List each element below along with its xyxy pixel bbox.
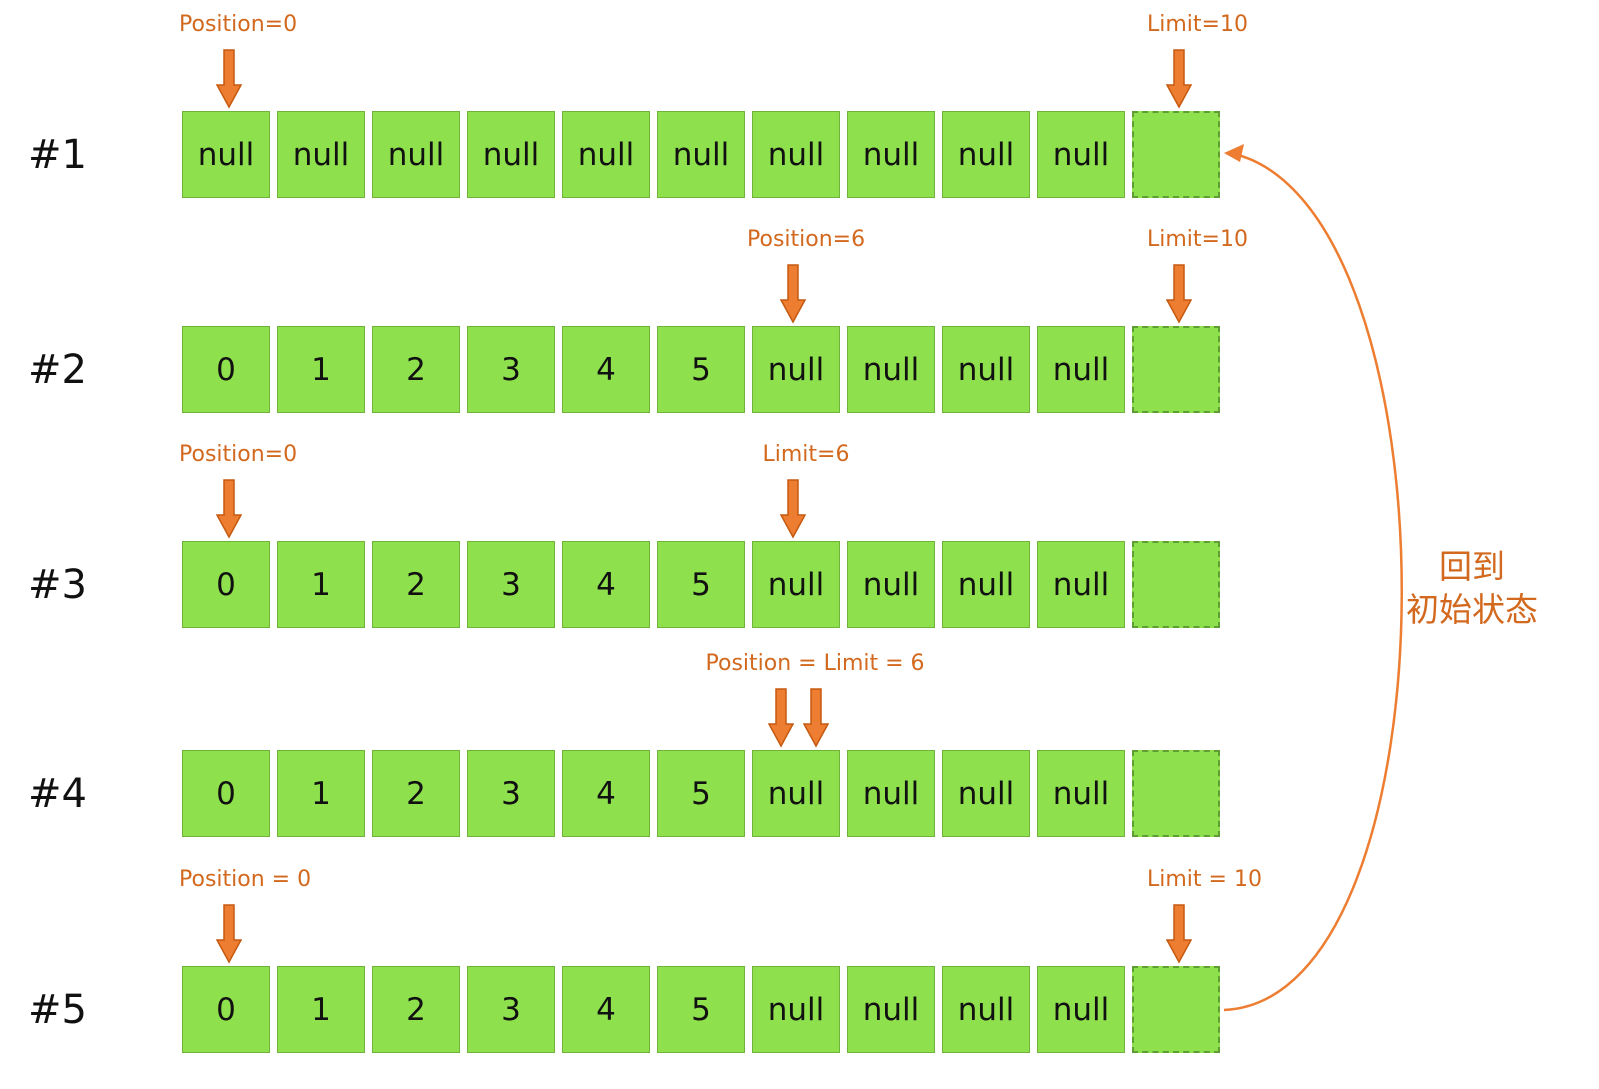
pointer-label: Limit = 10 (1147, 867, 1262, 892)
pointer-label: Position = Limit = 6 (705, 651, 925, 676)
buffer-cell: 0 (182, 541, 270, 628)
buffer-cell: 4 (562, 541, 650, 628)
buffer-cell: null (942, 111, 1030, 198)
pointer-arrow (780, 479, 806, 539)
pointer-arrow (780, 264, 806, 324)
row-label: #4 (28, 771, 87, 817)
note-line-2: 初始状态 (1406, 589, 1538, 629)
buffer-cell: null (752, 750, 840, 837)
buffer-cell: 0 (182, 326, 270, 413)
row-label: #1 (28, 132, 87, 178)
buffer-cell: 4 (562, 750, 650, 837)
buffer-cell: 4 (562, 326, 650, 413)
buffer-cell: null (1037, 111, 1125, 198)
pointer-arrow (216, 479, 242, 539)
buffer-capacity-slot (1132, 750, 1220, 837)
buffer-cell: null (847, 326, 935, 413)
pointer-arrow (1166, 904, 1192, 964)
buffer-cell: 3 (467, 966, 555, 1053)
buffer-cell: null (942, 326, 1030, 413)
buffer-cell: null (942, 541, 1030, 628)
buffer-capacity-slot (1132, 111, 1220, 198)
buffer-cell: 2 (372, 966, 460, 1053)
buffer-cell: 5 (657, 541, 745, 628)
pointer-arrow (216, 49, 242, 109)
buffer-capacity-slot (1132, 326, 1220, 413)
buffer-cell: 3 (467, 326, 555, 413)
row-label: #5 (28, 987, 87, 1033)
pointer-label: Limit=10 (1147, 227, 1248, 252)
return-to-initial-state-note: 回到 初始状态 (1392, 546, 1552, 632)
buffer-cell: null (752, 111, 840, 198)
buffer-cell: null (1037, 750, 1125, 837)
buffer-cell: 1 (277, 966, 365, 1053)
buffer-cell: null (1037, 966, 1125, 1053)
buffer-cell: null (752, 326, 840, 413)
pointer-arrow (768, 688, 794, 748)
buffer-cell: 0 (182, 750, 270, 837)
buffer-cell: 1 (277, 541, 365, 628)
buffer-cell: 0 (182, 966, 270, 1053)
pointer-arrow (216, 904, 242, 964)
buffer-cell: 1 (277, 326, 365, 413)
buffer-cell: null (847, 966, 935, 1053)
buffer-cell: null (1037, 326, 1125, 413)
buffer-cell: 2 (372, 541, 460, 628)
buffer-cell: null (847, 750, 935, 837)
buffer-cell: null (562, 111, 650, 198)
buffer-cell: null (942, 966, 1030, 1053)
pointer-arrow (1166, 49, 1192, 109)
buffer-cell: 4 (562, 966, 650, 1053)
buffer-capacity-slot (1132, 966, 1220, 1053)
row-label: #2 (28, 347, 87, 393)
buffer-cell: 1 (277, 750, 365, 837)
pointer-arrow (1166, 264, 1192, 324)
pointer-label: Position = 0 (179, 867, 312, 892)
row-label: #3 (28, 562, 87, 608)
buffer-cell: null (372, 111, 460, 198)
buffer-cell: 5 (657, 750, 745, 837)
buffer-cell: null (942, 750, 1030, 837)
buffer-capacity-slot (1132, 541, 1220, 628)
buffer-cell: null (1037, 541, 1125, 628)
buffer-cell: 5 (657, 326, 745, 413)
buffer-cell: null (847, 541, 935, 628)
buffer-cell: 2 (372, 326, 460, 413)
note-line-1: 回到 (1439, 547, 1505, 586)
buffer-cell: 3 (467, 750, 555, 837)
buffer-cell: 2 (372, 750, 460, 837)
buffer-cell: 5 (657, 966, 745, 1053)
pointer-label: Position=0 (179, 442, 298, 467)
pointer-label: Limit=10 (1147, 12, 1248, 37)
buffer-cell: null (752, 541, 840, 628)
buffer-cell: 3 (467, 541, 555, 628)
buffer-cell: null (847, 111, 935, 198)
pointer-label: Position=6 (747, 227, 866, 252)
buffer-cell: null (752, 966, 840, 1053)
pointer-label: Limit=6 (762, 442, 850, 467)
return-arrow-head (1224, 144, 1244, 162)
pointer-arrow (803, 688, 829, 748)
buffer-cell: null (657, 111, 745, 198)
buffer-cell: null (277, 111, 365, 198)
pointer-label: Position=0 (179, 12, 298, 37)
buffer-cell: null (182, 111, 270, 198)
buffer-cell: null (467, 111, 555, 198)
